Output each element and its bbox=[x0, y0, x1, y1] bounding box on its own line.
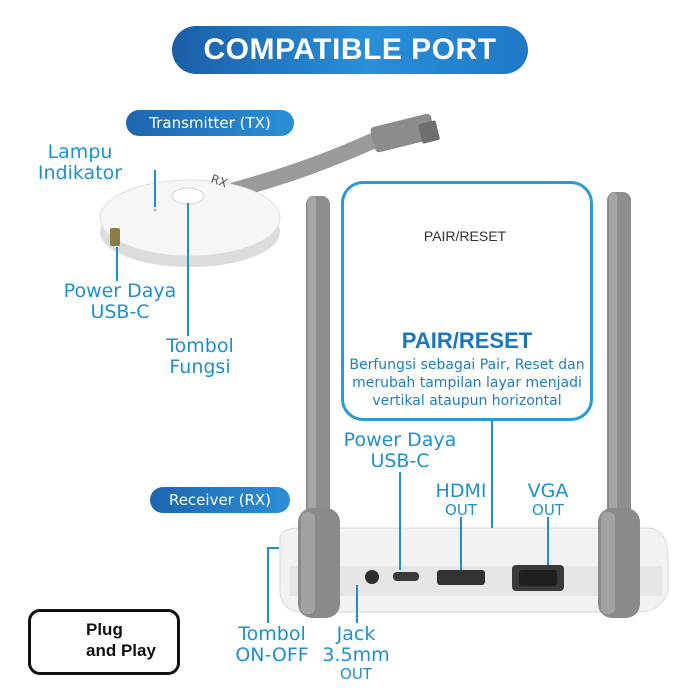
label-tx-power-line2: USB-C bbox=[90, 301, 150, 323]
tx-cable bbox=[227, 132, 383, 198]
label-tombol-fungsi: Tombol Fungsi bbox=[150, 336, 250, 378]
label-rx-power-line2: USB-C bbox=[370, 450, 430, 472]
rx-usbc-port bbox=[393, 572, 419, 581]
plug-and-play-badge bbox=[28, 609, 180, 675]
plug-and-play-line2: and Play bbox=[86, 641, 156, 660]
pair-reset-button-text: PAIR/RESET bbox=[423, 228, 507, 244]
tx-indicator-led bbox=[153, 208, 157, 212]
tx-usbc-port bbox=[110, 228, 120, 246]
label-rx-power-line1: Power Daya bbox=[343, 429, 457, 451]
pair-reset-heading: PAIR/RESET bbox=[401, 328, 533, 353]
label-vga-line1: VGA bbox=[527, 480, 569, 502]
label-jack-line2: 3.5mm bbox=[322, 644, 390, 666]
transmitter-section-label: Transmitter (TX) bbox=[126, 110, 294, 136]
tx-function-button bbox=[171, 187, 205, 205]
label-tombol-onoff-line1: Tombol bbox=[238, 623, 306, 645]
label-hdmi-line2: OUT bbox=[445, 501, 477, 519]
label-tombol-onoff: Tombol ON-OFF bbox=[230, 624, 314, 666]
label-tombol-fungsi-line2: Fungsi bbox=[169, 356, 231, 378]
pair-reset-description: Berfungsi sebagai Pair, Reset dan meruba… bbox=[349, 357, 585, 409]
label-vga-line2: OUT bbox=[532, 501, 564, 519]
rx-hdmi-port bbox=[437, 570, 485, 585]
label-hdmi-line1: HDMI bbox=[435, 480, 487, 502]
tx-hdmi-plug bbox=[370, 113, 436, 153]
tx-body bbox=[99, 179, 281, 257]
label-tombol-onoff-line2: ON-OFF bbox=[235, 644, 309, 666]
label-tombol-fungsi-line1: Tombol bbox=[166, 335, 234, 357]
label-rx-power: Power Daya USB-C bbox=[340, 430, 460, 472]
label-lampu-indikator: Lampu Indikator bbox=[37, 141, 123, 184]
label-jack: Jack 3.5mm OUT bbox=[318, 623, 394, 683]
pair-reset-card bbox=[341, 181, 593, 421]
plug-and-play-text: Plug and Play bbox=[86, 619, 176, 661]
label-tx-power-line1: Power Daya bbox=[63, 280, 177, 302]
label-jack-line3: OUT bbox=[340, 665, 372, 683]
svg-text:RX: RX bbox=[209, 172, 229, 191]
plug-and-play-line1: Plug bbox=[86, 620, 123, 639]
label-hdmi: HDMI OUT bbox=[425, 480, 497, 519]
rx-jack-port bbox=[365, 570, 379, 584]
label-jack-line1: Jack bbox=[336, 623, 376, 645]
label-vga: VGA OUT bbox=[520, 480, 576, 519]
label-tx-power: Power Daya USB-C bbox=[50, 281, 190, 323]
receiver-section-label: Receiver (RX) bbox=[150, 487, 290, 513]
page-title: COMPATIBLE PORT bbox=[172, 26, 528, 74]
